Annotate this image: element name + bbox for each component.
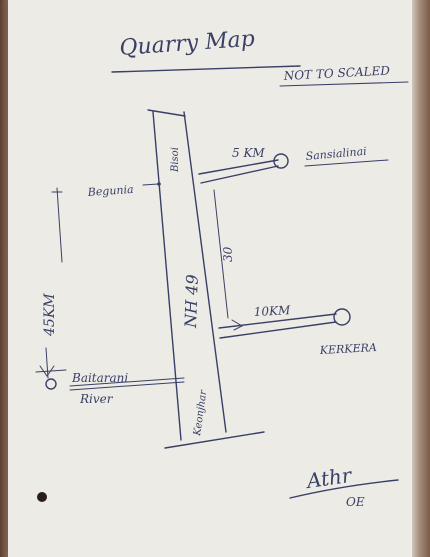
paper-edge-left: [0, 0, 8, 557]
signature-designation: OE: [346, 495, 365, 509]
map-title: Quarry Map: [119, 27, 256, 61]
road-bottom-cap: [164, 431, 265, 449]
vertical-dimension-top: [56, 187, 63, 263]
place-kerkera: KERKERA: [318, 341, 377, 357]
vertical-dimension-arrow: [39, 365, 55, 377]
kerkera-spur-top: [218, 313, 337, 329]
road-label: NH 49: [181, 274, 202, 329]
scale-note: NOT TO SCALED: [282, 63, 390, 83]
signature-initials: Athr: [303, 463, 354, 493]
river-line-2: [69, 381, 185, 391]
kerkera-distance: 10KM: [253, 303, 291, 319]
paper-edge-right: [412, 0, 430, 557]
sansialinai-underline: [304, 159, 389, 167]
road-left-edge: [152, 111, 182, 441]
place-bisoi: Bisoi: [170, 147, 181, 173]
place-river: River: [79, 392, 114, 406]
kerkera-arrow: [231, 319, 244, 331]
signature-underline: [289, 479, 399, 499]
place-begunia: Begunia: [86, 183, 134, 199]
between-spurs-distance: 30: [221, 246, 235, 262]
vertical-dimension-bottom-cap: [35, 369, 67, 373]
road-top-cap: [147, 109, 186, 117]
place-baitarani: Baitarani: [71, 371, 128, 385]
place-keonjhar: Keonjhar: [192, 388, 210, 437]
sansialinai-spur-bottom: [200, 165, 279, 184]
sansialinai-marker: [273, 153, 289, 169]
kerkera-marker: [333, 308, 351, 326]
begunia-point: [157, 182, 161, 186]
road-right-edge: [183, 111, 227, 433]
place-sansialinai: Sansialinai: [305, 145, 367, 163]
punch-hole: [37, 492, 47, 502]
paper-sheet: [8, 0, 412, 557]
vertical-distance: 45KM: [42, 293, 58, 337]
begunia-tick: [142, 183, 159, 186]
sansialinai-distance: 5 KM: [232, 146, 265, 160]
baitarani-marker: [45, 378, 57, 390]
between-spurs-dimension-line: [213, 189, 229, 319]
title-underline: [111, 65, 301, 73]
kerkera-spur-bottom: [219, 321, 337, 339]
sansialinai-spur-top: [198, 159, 279, 175]
river-line-1: [69, 377, 185, 387]
scale-note-underline: [279, 81, 409, 87]
vertical-dimension-bottom: [45, 347, 49, 379]
